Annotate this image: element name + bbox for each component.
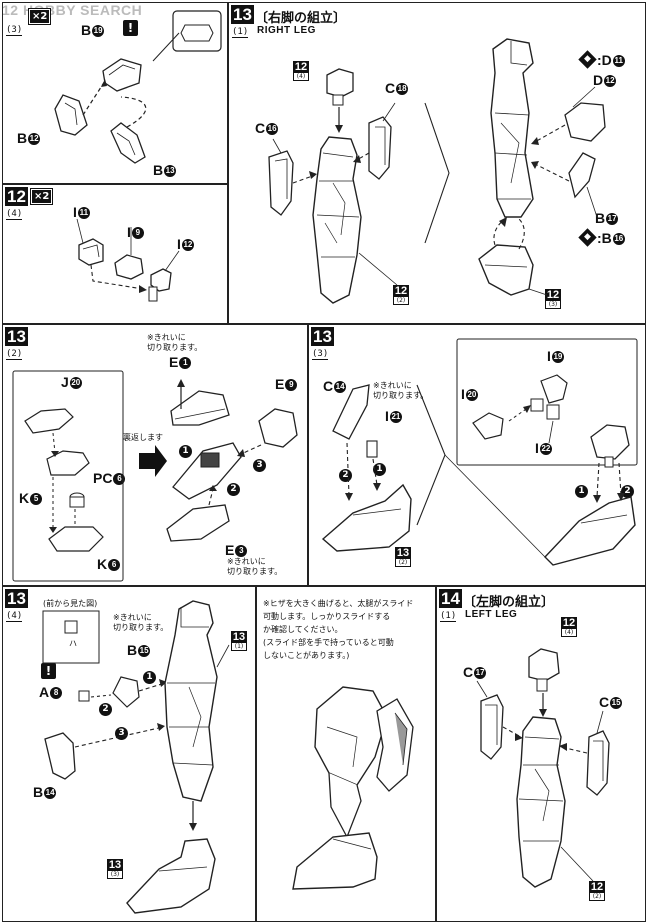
caution-icon: ! <box>123 20 138 36</box>
parts-drawing-13-2 <box>12 370 298 582</box>
ref-step-13-2: 13(2) <box>395 547 411 567</box>
knee-bend-drawing <box>292 686 414 890</box>
cut-note-bottom: ※きれいに 切り取ります。 <box>227 557 283 576</box>
cut-note: ※きれいに 切り取ります。 <box>373 381 429 400</box>
ref-step-13-3: 13(3) <box>107 859 123 879</box>
parts-drawing-12-4 <box>76 218 180 302</box>
flip-note: 裏返します <box>123 433 163 442</box>
order-mark-1: 1 <box>179 445 192 458</box>
panel-step-13-1: 13 (1) 〔右脚の組立〕 RIGHT LEG 12(4) 12(2) 12(… <box>228 2 646 324</box>
order-mark-2: 2 <box>227 483 240 496</box>
section-title-jp: 〔右脚の組立〕 <box>255 11 347 26</box>
order-mark-2: 2 <box>99 703 112 716</box>
section-title-jp: 〔左脚の組立〕 <box>463 595 555 610</box>
step-number: 13 <box>5 327 28 346</box>
step-number: 12 <box>5 187 28 206</box>
parts-drawing-12-3 <box>54 10 222 164</box>
ref-step-12-2: 12(2) <box>393 285 409 305</box>
substep-label: (2) <box>6 349 23 360</box>
substep-label: (3) <box>312 349 329 360</box>
ha-label: ハ <box>69 639 77 648</box>
ref-step-12-2: 12(2) <box>589 881 605 901</box>
caution-icon: ! <box>41 663 56 679</box>
parts-drawing-13-1 <box>268 38 606 304</box>
parts-drawing-13-3 <box>321 338 638 566</box>
section-title-en: LEFT LEG <box>465 609 518 620</box>
order-mark-1b: 1 <box>575 485 588 498</box>
step-number: 13 <box>231 5 254 24</box>
panel-step-13-2: 13 (2) ※きれいに 切り取ります。 ※きれいに 切り取ります。 裏返します… <box>2 324 308 586</box>
substep-label: (4) <box>6 611 23 622</box>
ref-step-12-4: 12(4) <box>293 61 309 81</box>
step-number: 13 <box>311 327 334 346</box>
order-mark-3: 3 <box>253 459 266 472</box>
multiplier-badge: ×2 <box>29 188 54 205</box>
order-mark-2b: 2 <box>621 485 634 498</box>
watermark: 12 HOBBY SEARCH <box>2 2 143 18</box>
section-title-en: RIGHT LEG <box>257 25 316 36</box>
order-mark-1: 1 <box>373 463 386 476</box>
cut-note: ※きれいに 切り取ります。 <box>113 613 169 632</box>
substep-label: (3) <box>6 25 23 36</box>
step-number: 14 <box>439 589 462 608</box>
knee-slide-note: ※ヒザを大きく曲げると、太腿がスライド 可動します。しっかりスライドする か確認… <box>263 599 414 660</box>
parts-drawing-14-1 <box>476 648 610 888</box>
substep-label: (4) <box>6 209 23 220</box>
panel-knee-note: ※ヒザを大きく曲げると、太腿がスライド 可動します。しっかりスライドする か確認… <box>256 586 436 922</box>
front-view-label: (前から見た図) <box>43 599 98 608</box>
ref-step-12-3: 12(3) <box>545 289 561 309</box>
substep-label: (1) <box>232 27 249 38</box>
substep-label: (1) <box>440 611 457 622</box>
cut-note-top: ※きれいに 切り取ります。 <box>147 333 203 352</box>
ref-step-13-1: 13(1) <box>231 631 247 651</box>
step-number: 13 <box>5 589 28 608</box>
multiplier-badge: ×2 <box>27 8 52 25</box>
ref-step-12-4: 12(4) <box>561 617 577 637</box>
order-mark-1: 1 <box>143 671 156 684</box>
parts-drawing-13-4 <box>42 600 230 914</box>
